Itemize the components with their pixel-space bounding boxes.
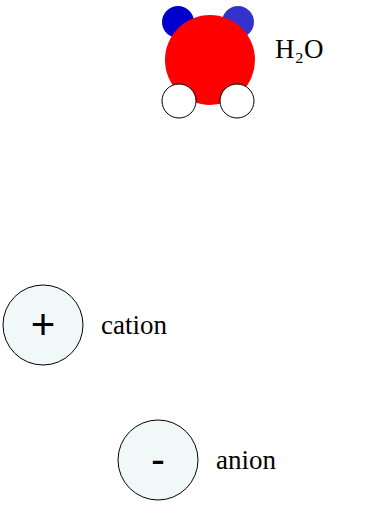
charge-sign: + (2, 284, 84, 366)
hydrogen-atom (162, 84, 196, 118)
ion-label: cation (101, 312, 167, 339)
molecule-label: H₂O (275, 36, 323, 63)
ion-sphere (118, 420, 198, 500)
hydrogen-atom (220, 84, 254, 118)
anion-circle: -anion (117, 419, 199, 501)
cation-circle: +cation (2, 284, 84, 366)
charge-sign: - (117, 419, 199, 501)
ion-sphere (3, 285, 83, 365)
ion-label: anion (216, 447, 276, 474)
